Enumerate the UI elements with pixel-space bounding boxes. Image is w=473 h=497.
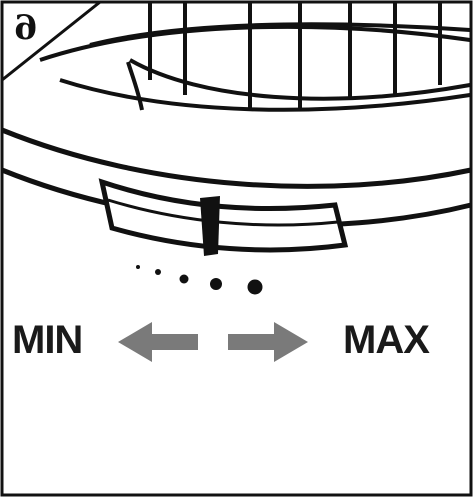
dial-window (98, 178, 349, 253)
speed-dot-2 (155, 269, 161, 275)
speed-dot-5 (247, 279, 263, 295)
speed-dot-3 (179, 274, 189, 284)
step-number: 6 (14, 8, 38, 48)
arrow-left-icon (118, 322, 198, 362)
speed-dot-1 (136, 265, 140, 269)
arrow-right-icon (228, 322, 308, 362)
appliance-top-grill (39, 2, 471, 112)
max-label: MAX (343, 318, 430, 362)
step-corner-tab (0, 0, 105, 84)
dial-knob[interactable] (200, 196, 220, 256)
speed-dot-4 (210, 278, 222, 290)
speed-dots (136, 265, 263, 295)
min-label: MIN (12, 318, 83, 362)
